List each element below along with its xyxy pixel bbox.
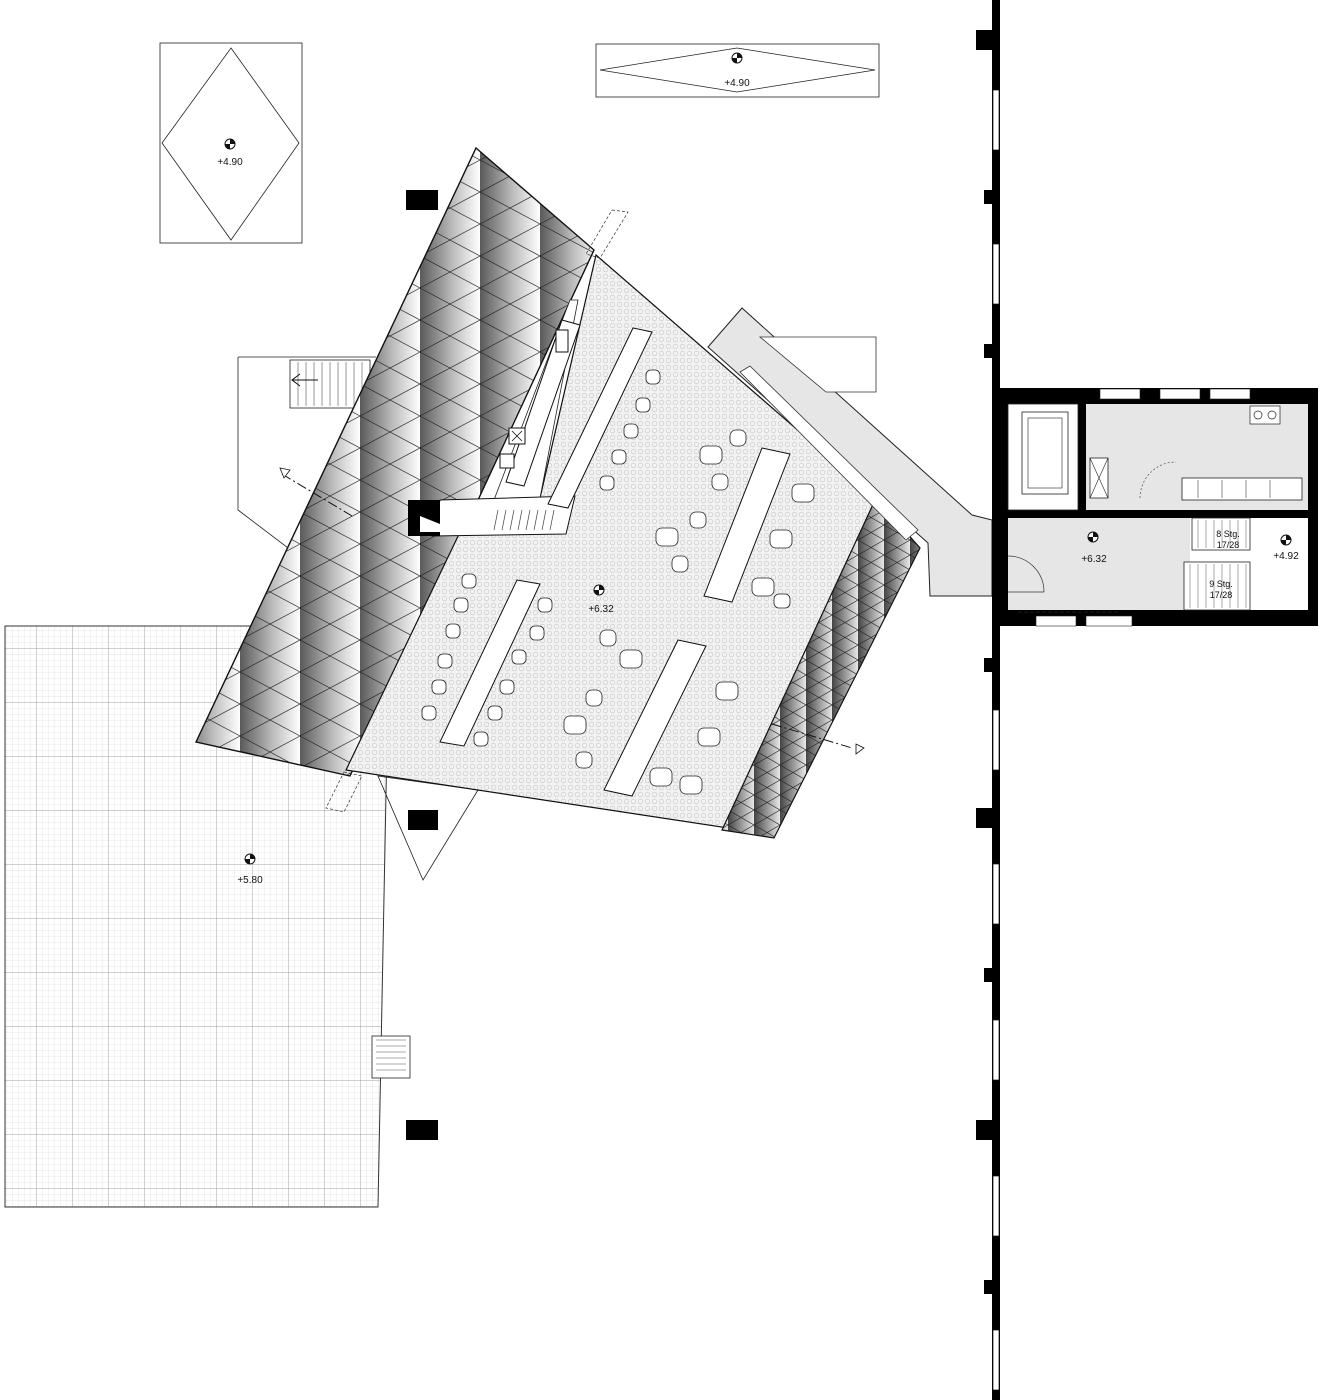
pavilion-roof xyxy=(194,146,595,777)
interior-stair xyxy=(408,495,576,537)
level-label: +4.90 xyxy=(217,157,243,168)
level-annex-hall: +6.32 xyxy=(1081,531,1107,565)
bath-fixtures xyxy=(1021,411,1109,499)
annex-stairs xyxy=(1183,517,1251,611)
annex xyxy=(1000,388,1318,627)
level-label: +4.90 xyxy=(724,78,750,89)
section-line-b xyxy=(771,723,865,755)
level-main-floor: +6.32 xyxy=(588,584,614,615)
level-marker-icon xyxy=(593,584,605,596)
section-arrow-icon xyxy=(279,467,291,479)
level-roof-left: +4.90 xyxy=(217,138,243,168)
roof-outline-top xyxy=(595,43,880,98)
hall-door xyxy=(1007,555,1118,613)
section-line-a xyxy=(279,467,353,517)
stair-upper-label: 8 Stg. 17/28 xyxy=(1216,529,1240,550)
stair-steps: 9 Stg. xyxy=(1209,579,1233,589)
level-marker-icon xyxy=(1280,534,1292,546)
dashed-door-markers xyxy=(325,209,629,813)
service-counter xyxy=(499,319,581,487)
terrace-deck xyxy=(4,625,411,1208)
kitchen-fixtures xyxy=(1139,405,1303,501)
chairs xyxy=(421,369,815,795)
stair-lower-label: 9 Stg. 17/28 xyxy=(1209,579,1233,600)
dining-tables xyxy=(439,327,791,797)
annex-windows xyxy=(1035,388,1251,627)
connector-corridor xyxy=(707,307,993,597)
existing-facade xyxy=(976,0,1000,1400)
roof-outline-left xyxy=(159,42,303,244)
level-label: +5.80 xyxy=(237,875,263,886)
level-label: +6.32 xyxy=(1081,554,1107,565)
level-label: +4.92 xyxy=(1273,551,1299,562)
level-roof-top: +4.90 xyxy=(724,52,750,89)
level-terrace: +5.80 xyxy=(237,853,263,886)
level-marker-icon xyxy=(244,853,256,865)
level-marker-icon xyxy=(1087,531,1099,543)
stair-steps: 8 Stg. xyxy=(1216,529,1240,539)
level-marker-icon xyxy=(731,52,743,64)
columns xyxy=(406,190,438,1140)
level-label: +6.32 xyxy=(588,604,614,615)
level-annex-right: +4.92 xyxy=(1273,534,1299,562)
stair-ratio: 17/28 xyxy=(1217,540,1240,550)
level-marker-icon xyxy=(224,138,236,150)
stair-ratio: 17/28 xyxy=(1210,590,1233,600)
section-arrow-icon xyxy=(855,743,865,755)
